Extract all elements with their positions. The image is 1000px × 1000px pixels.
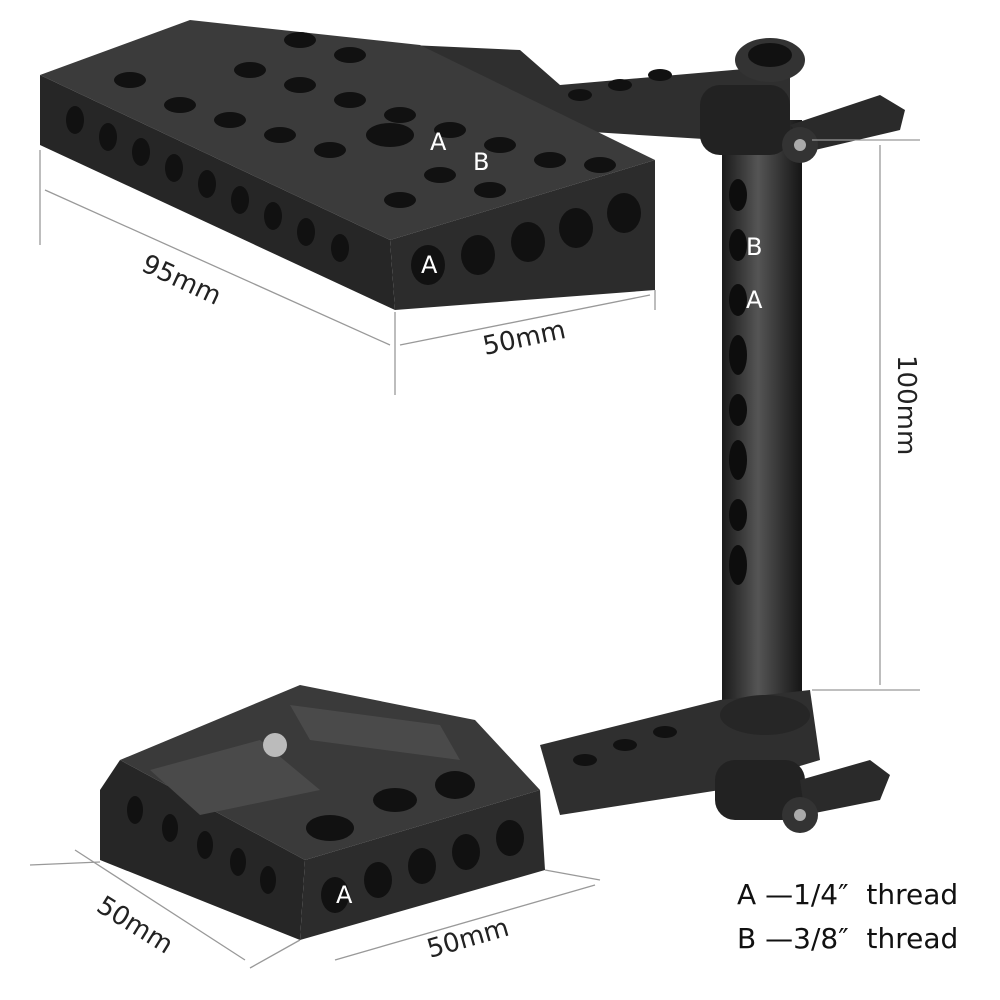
dimension-100mm: 100mm [891, 355, 921, 455]
dimension-top-50mm: 50mm [480, 315, 568, 362]
legend-word: thread [866, 878, 959, 911]
bottom-arm [540, 690, 820, 815]
legend-key: B [737, 922, 757, 955]
hole-label-b: B [746, 233, 762, 261]
hole-label-a: A [421, 251, 438, 279]
dimension-95mm: 95mm [137, 249, 226, 312]
bottom-thumb-screw [715, 760, 890, 833]
vertical-rod [722, 120, 802, 730]
top-cheese-plate [40, 20, 655, 310]
top-thumb-screw [700, 85, 905, 163]
legend-dash: — [765, 922, 794, 955]
legend-dash: — [765, 878, 794, 911]
hole-label-a: A [336, 881, 353, 909]
dimension-lines [29, 139, 920, 969]
bottom-plate [100, 685, 545, 940]
dimension-bottom-depth-50mm: 50mm [91, 890, 178, 960]
dimension-bottom-width-50mm: 50mm [424, 913, 513, 965]
hole-label-a: A [430, 128, 447, 156]
hole-label-b: B [473, 148, 489, 176]
legend-key: A [737, 878, 757, 911]
legend-size: 1/4″ [793, 878, 849, 911]
hole-label-a: A [746, 286, 763, 314]
legend-row-b: B —3/8″ thread [737, 922, 958, 955]
legend-row-a: A —1/4″ thread [737, 878, 958, 911]
legend-size: 3/8″ [793, 922, 849, 955]
legend-word: thread [866, 922, 959, 955]
